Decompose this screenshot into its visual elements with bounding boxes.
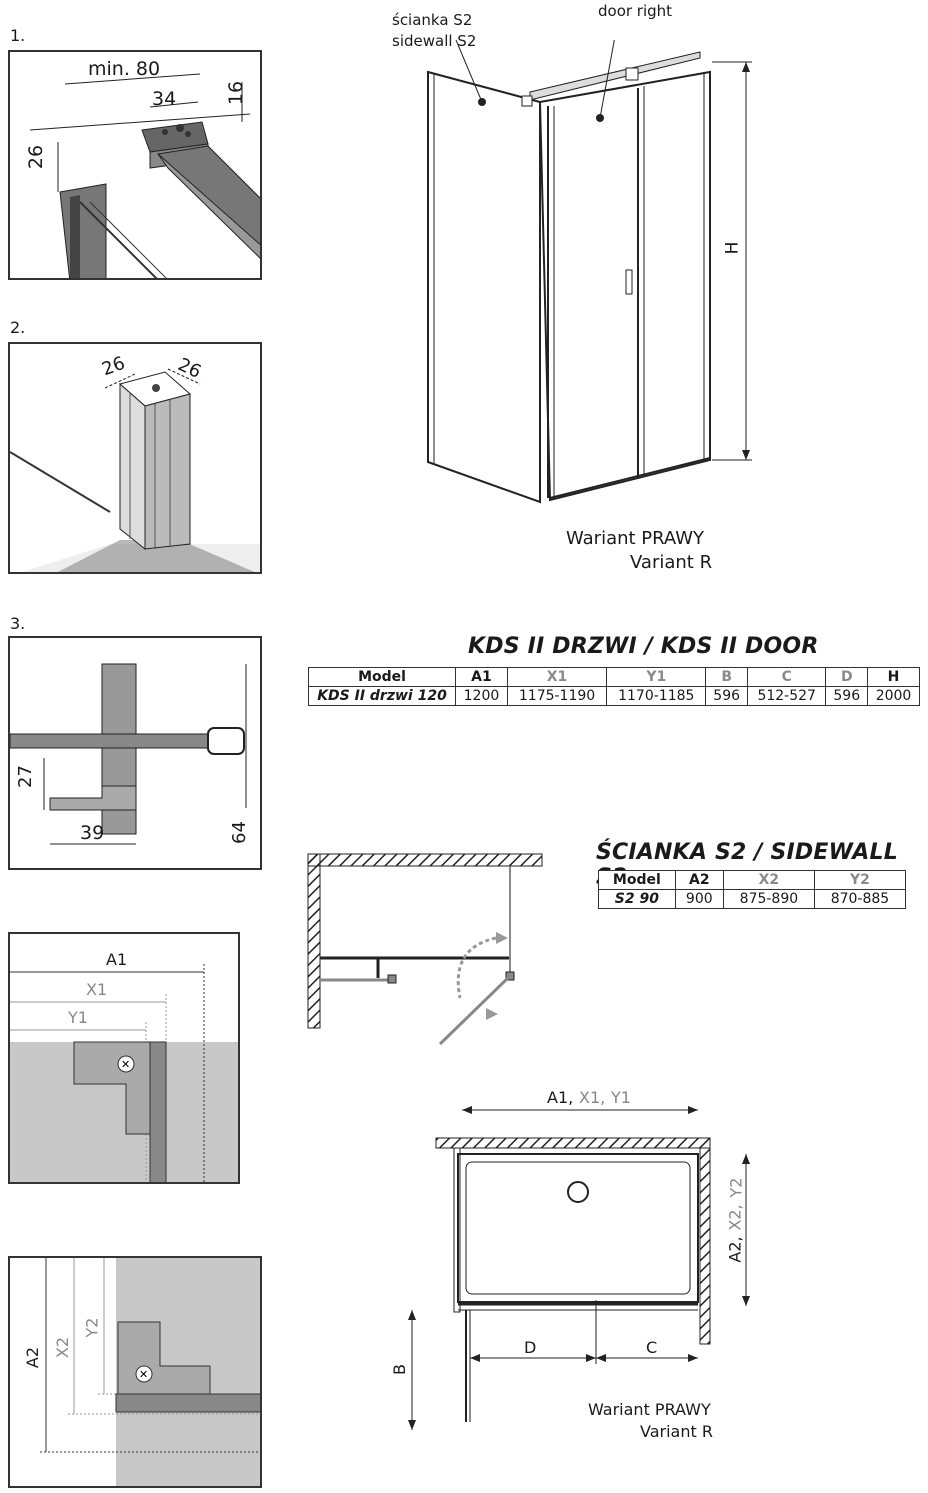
sw-th-y2: Y2	[813, 870, 907, 890]
dim-26: 26	[25, 144, 48, 170]
plan-a2: A2,	[725, 1236, 745, 1263]
step-1-label: 1.	[10, 26, 26, 45]
sidewall-table-header-row: Model A2 X2 Y2	[598, 870, 907, 890]
door-table-title: KDS II DRZWI / KDS II DOOR	[468, 634, 819, 659]
door-td-model: KDS II drzwi 120	[308, 686, 456, 706]
door-swing-diagram	[307, 853, 543, 1046]
dim-34: 34	[152, 88, 177, 110]
door-td-a1: 1200	[455, 686, 508, 706]
door-th-y1: Y1	[606, 667, 707, 687]
door-td-x1: 1175-1190	[506, 686, 608, 706]
sw-td-x2: 875-890	[722, 889, 815, 909]
label-a2: A2	[23, 1346, 43, 1369]
sw-th-model: Model	[598, 870, 676, 890]
callout-sidewall-en: sidewall S2	[392, 32, 477, 50]
svg-text:✕: ✕	[139, 1368, 148, 1381]
detail-5-panel: ✕ A2 X2 Y2	[8, 1256, 262, 1488]
door-th-a1: A1	[455, 667, 508, 687]
sw-td-model: S2 90	[598, 889, 676, 909]
detail-3-panel: 27 39 64	[8, 636, 262, 870]
cabin-isometric-drawing	[427, 40, 752, 504]
plan-d: D	[524, 1338, 537, 1357]
label-x2: X2	[53, 1336, 73, 1359]
door-td-c: 512-527	[746, 686, 827, 706]
sidewall-spec-table: Model A2 X2 Y2 S2 90 900 875-890 870-885	[598, 870, 907, 909]
detail-3-drawing	[10, 663, 247, 845]
plan-y2: Y2	[726, 1177, 746, 1198]
door-th-b: B	[705, 667, 748, 687]
detail-2-drawing	[10, 368, 260, 572]
dim-39: 39	[80, 822, 105, 844]
door-table-header-row: Model A1 X1 Y1 B C D H	[308, 667, 920, 687]
step-3-label: 3.	[10, 614, 26, 633]
iso-variant-en: Variant R	[630, 552, 713, 573]
door-th-h: H	[867, 667, 920, 687]
detail-1-drawing	[29, 73, 260, 278]
label-x1: X1	[86, 980, 108, 999]
door-td-h: 2000	[867, 686, 920, 706]
detail-4-panel: ✕ A1 X1 Y1	[8, 932, 240, 1184]
detail-5-drawing: ✕	[40, 1258, 260, 1486]
plan-b: B	[389, 1364, 409, 1375]
door-th-x1: X1	[506, 667, 608, 687]
iso-variant-pl: Wariant PRAWY	[566, 528, 705, 549]
plan-variant-pl: Wariant PRAWY	[588, 1400, 711, 1419]
dim-h: H	[722, 241, 743, 255]
detail-1-panel: min. 80 34 16 26	[8, 50, 262, 280]
svg-text:✕: ✕	[121, 1058, 130, 1071]
plan-y1: Y1	[611, 1088, 631, 1107]
detail-4-drawing: ✕	[10, 964, 238, 1182]
dim-27: 27	[14, 765, 36, 788]
plan-c: C	[646, 1338, 658, 1357]
sw-td-a2: 900	[674, 889, 724, 909]
plan-x2: X2,	[725, 1204, 745, 1231]
label-y2: Y2	[82, 1317, 102, 1338]
detail-2-panel: 26 26	[8, 342, 262, 574]
sw-th-a2: A2	[674, 870, 724, 890]
door-td-d: 596	[825, 686, 869, 706]
door-th-model: Model	[308, 667, 456, 687]
callout-door-right: door right	[598, 2, 673, 20]
door-th-d: D	[825, 667, 869, 687]
sidewall-table-row: S2 90 900 875-890 870-885	[598, 889, 907, 909]
door-th-c: C	[746, 667, 827, 687]
plan-x1: X1,	[579, 1088, 606, 1107]
plan-a1: A1,	[547, 1088, 574, 1107]
door-spec-table: Model A1 X1 Y1 B C D H KDS II drzwi 120 …	[308, 667, 920, 706]
dim-16: 16	[225, 80, 248, 106]
dim-64: 64	[228, 821, 250, 844]
label-a1: A1	[106, 950, 128, 969]
callout-sidewall-pl: ścianka S2	[392, 11, 473, 29]
door-td-b: 596	[705, 686, 748, 706]
step-2-label: 2.	[10, 318, 26, 337]
plan-variant-en: Variant R	[640, 1422, 713, 1441]
dim-min80: min. 80	[88, 58, 161, 80]
label-y1: Y1	[68, 1008, 88, 1027]
sw-td-y2: 870-885	[813, 889, 907, 909]
door-table-row: KDS II drzwi 120 1200 1175-1190 1170-118…	[308, 686, 920, 706]
sw-th-x2: X2	[722, 870, 815, 890]
plan-view-drawing	[408, 1106, 750, 1430]
door-td-y1: 1170-1185	[606, 686, 707, 706]
